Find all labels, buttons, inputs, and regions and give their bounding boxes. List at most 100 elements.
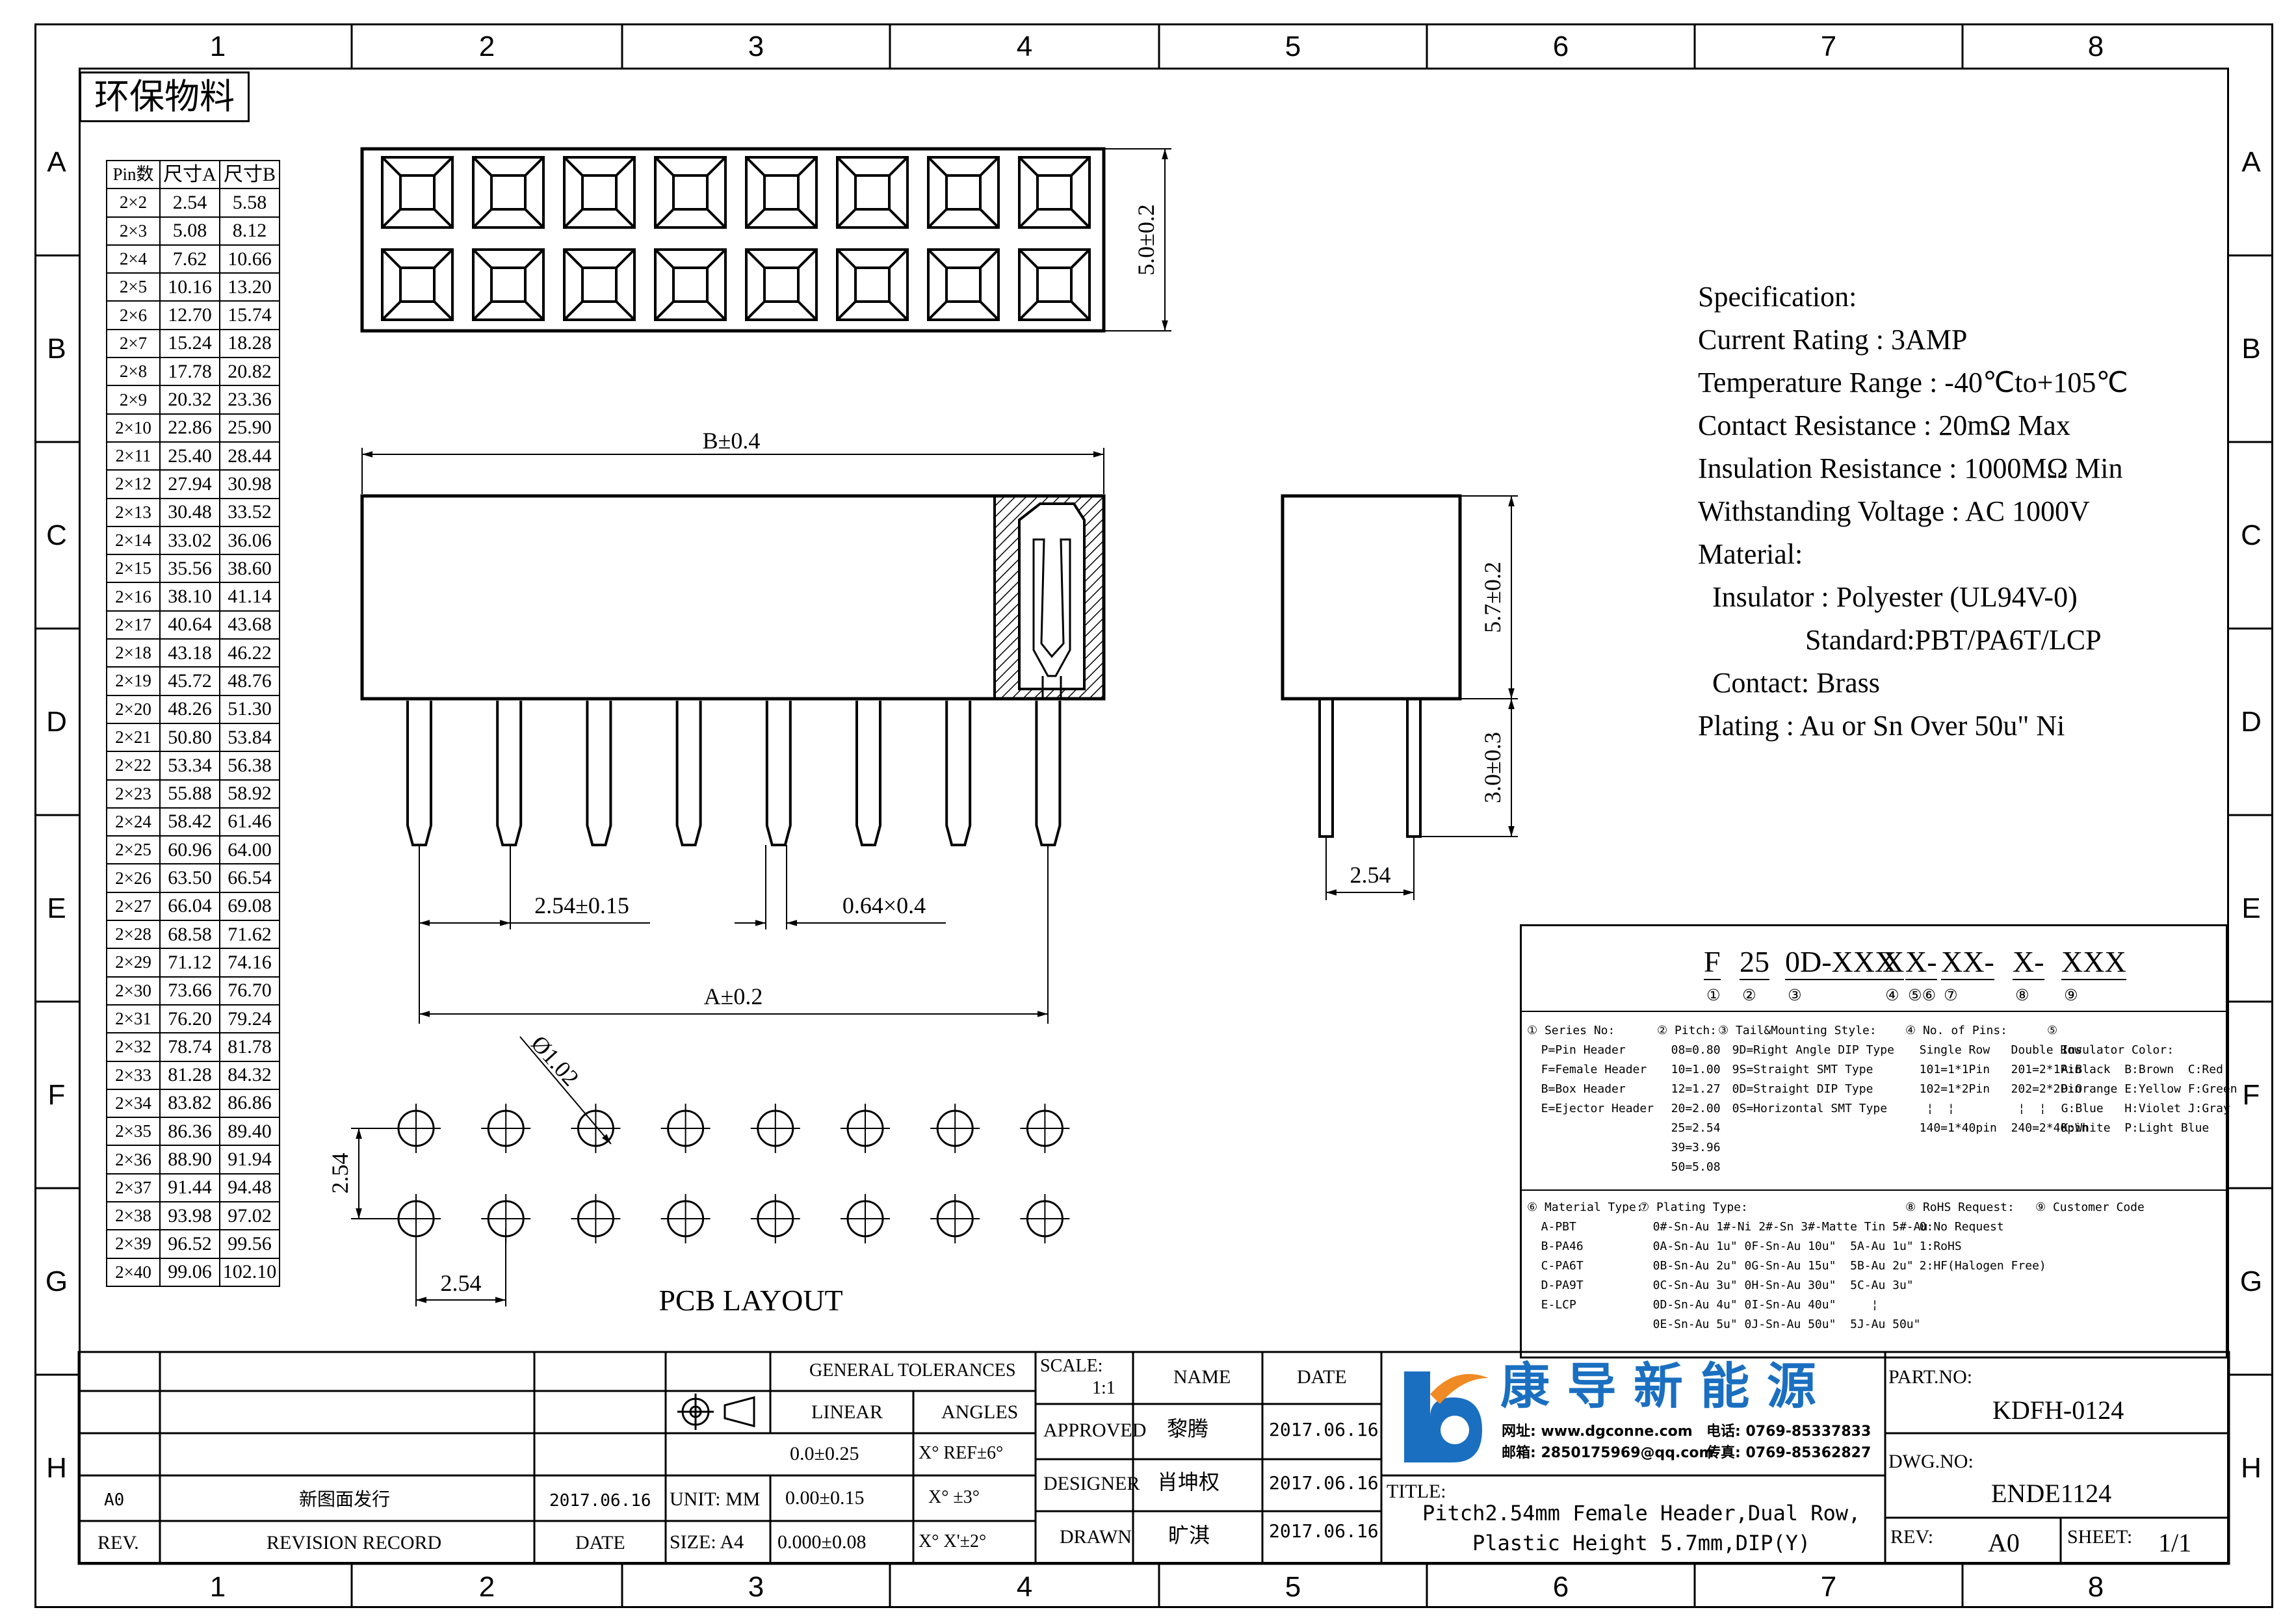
- unit-label: UNIT: MM: [670, 1488, 761, 1510]
- projection-symbol: [677, 1394, 755, 1430]
- socket-chamfer: [706, 300, 727, 321]
- pin-count-cell: 2×2: [106, 188, 161, 218]
- front-view: B±0.4 2.54±0.15 0.64×0.4 A±0.2: [360, 428, 1106, 1024]
- spec-line: Insulator : Polyester (UL94V-0): [1698, 581, 2078, 613]
- socket-outer: [563, 248, 636, 321]
- company-fax: 传真: 0769-85362827: [1706, 1445, 1872, 1461]
- zone-col-6-bottom: 6: [1552, 1571, 1569, 1603]
- socket-chamfer: [979, 248, 1000, 269]
- socket-chamfer: [563, 156, 584, 177]
- zone-row-F-right: F: [2242, 1079, 2260, 1111]
- legend-line: K:White P:Light Blue: [2047, 1121, 2210, 1135]
- spec-line: Plating : Au or Sn Over 50u" Ni: [1698, 710, 2065, 742]
- size-b-cell: 43.68: [219, 610, 280, 640]
- socket-chamfer: [888, 156, 909, 177]
- socket-outer: [927, 156, 1000, 229]
- eco-material-stamp: 环保物料: [79, 71, 250, 122]
- socket-chamfer: [888, 248, 909, 269]
- size-a-cell: 96.52: [159, 1229, 220, 1259]
- angle-tol-3: X° X'±2°: [919, 1531, 987, 1552]
- dim-tail-length: 3.0±0.3: [1480, 732, 1506, 803]
- zone-row-H-right: H: [2241, 1452, 2262, 1484]
- socket-chamfer: [797, 208, 818, 229]
- size-a-cell: 45.72: [159, 666, 220, 696]
- size-a-cell: 58.42: [159, 807, 220, 837]
- zone-col-4: 4: [1016, 31, 1033, 62]
- legend-line: ⑤: [2047, 1024, 2058, 1037]
- socket-outer: [472, 156, 545, 229]
- socket-chamfer: [745, 208, 766, 229]
- pin-count-cell: 2×10: [106, 413, 161, 443]
- size-b-cell: 81.78: [219, 1032, 280, 1062]
- socket-chamfer: [979, 300, 1000, 321]
- socket-outer: [472, 248, 545, 321]
- socket-chamfer: [654, 300, 675, 321]
- pin-count-cell: 2×27: [106, 891, 161, 922]
- zone-row-G: G: [45, 1266, 68, 1297]
- socket-inner: [1036, 174, 1073, 211]
- legend-line: A-PBT: [1527, 1220, 1576, 1234]
- pcb-holes: [391, 1104, 1070, 1243]
- size-b-cell: 76.70: [219, 976, 280, 1006]
- socket-chamfer: [706, 248, 727, 269]
- socket-chamfer: [979, 208, 1000, 229]
- legend-pins: ④ No. of Pins: Single Row Double Row 101…: [1905, 1021, 2089, 1138]
- size-b-cell: 69.08: [219, 891, 280, 922]
- legend-line: B-PA46: [1527, 1240, 1584, 1253]
- socket-inner: [399, 266, 436, 303]
- socket-chamfer: [797, 300, 818, 321]
- socket-inner: [490, 174, 527, 211]
- dwg-no-value: ENDE1124: [1991, 1479, 2112, 1508]
- pin-count-cell: 2×13: [106, 497, 161, 527]
- zone-col-4-bottom: 4: [1016, 1571, 1033, 1603]
- socket-chamfer: [563, 300, 584, 321]
- name-label: NAME: [1173, 1366, 1231, 1388]
- size-b-cell: 20.82: [219, 357, 280, 387]
- size-a-cell: 30.48: [159, 497, 220, 527]
- pin-count-cell: 2×39: [106, 1229, 161, 1259]
- size-a-cell: 40.64: [159, 610, 220, 640]
- size-a-cell: 20.32: [159, 385, 220, 415]
- pin-count-cell: 2×33: [106, 1060, 161, 1090]
- zone-row-C-right: C: [2241, 519, 2262, 551]
- part-code-segment: XX-: [1941, 944, 1994, 980]
- part-code-segment: X: [1883, 944, 1905, 980]
- size-b-cell: 86.86: [219, 1088, 280, 1119]
- zone-col-1-bottom: 1: [209, 1571, 226, 1603]
- socket-chamfer: [836, 156, 857, 177]
- part-code-segment: X-: [1905, 944, 1937, 980]
- socket-chamfer: [1070, 300, 1091, 321]
- socket-inner: [945, 266, 982, 303]
- side-view: 5.7±0.2 3.0±0.3 2.54: [1281, 494, 1518, 900]
- zone-row-C: C: [46, 519, 67, 551]
- size-b-cell: 58.92: [219, 779, 280, 809]
- size-b-cell: 99.56: [219, 1229, 280, 1259]
- spec-line: Specification:: [1698, 281, 1857, 313]
- header-pin-count: Pin数: [106, 159, 161, 190]
- size-b-cell: 53.84: [219, 722, 280, 753]
- size-a-cell: 78.74: [159, 1032, 220, 1062]
- legend-line: 0C-Sn-Au 3u" 0H-Sn-Au 30u" 5C-Au 3u": [1639, 1279, 1914, 1292]
- zone-col-8: 8: [2087, 31, 2104, 62]
- legend-line: 12=1.27: [1657, 1082, 1721, 1096]
- part-code-segment: X-: [2013, 944, 2044, 980]
- legend-line: E=Ejector Header: [1527, 1102, 1654, 1115]
- legend-line: C-PA6T: [1527, 1259, 1584, 1273]
- size-a-cell: 88.90: [159, 1145, 220, 1175]
